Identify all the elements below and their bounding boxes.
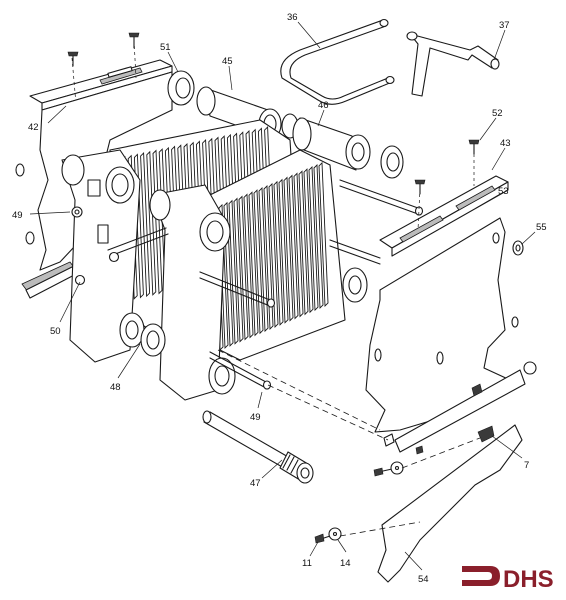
part-42-top-left-cover — [29, 59, 173, 111]
heat-fin — [233, 197, 244, 343]
heat-fin — [298, 170, 309, 316]
heat-fin — [133, 153, 144, 299]
right-side-panel — [365, 217, 519, 433]
callout-37: 37 — [499, 20, 510, 31]
callout-52: 52 — [492, 108, 503, 119]
screw-top-left-1 — [67, 51, 79, 105]
callout-43: 43 — [500, 138, 511, 149]
heat-fin — [248, 191, 259, 337]
callout-36: 36 — [287, 12, 298, 23]
heat-fin — [140, 152, 151, 298]
heat-fin — [238, 195, 249, 341]
left-header-casting — [61, 149, 145, 363]
heat-fin — [278, 178, 289, 324]
callout-11: 11 — [302, 558, 312, 569]
tie-bolts — [107, 179, 424, 390]
part-36-u-handle — [280, 18, 395, 105]
part-51-gasket-ring — [167, 70, 195, 106]
lower-right-outlet — [342, 267, 368, 303]
screw-mid — [373, 433, 424, 477]
heat-fin — [293, 172, 304, 318]
callout-54: 54 — [418, 574, 429, 585]
heat-fin — [146, 150, 157, 296]
heat-fin — [283, 176, 294, 322]
part-47-drain-pipe — [202, 410, 314, 484]
callout-55: 55 — [536, 222, 547, 233]
heat-fin — [258, 187, 269, 333]
part-43-top-right-cover — [379, 175, 509, 257]
part-37-l-handle — [406, 31, 500, 97]
callout-47: 47 — [250, 478, 261, 489]
callout-leaders — [29, 21, 536, 571]
callout-46: 46 — [318, 100, 329, 111]
heat-fin — [268, 182, 279, 328]
heat-fin — [318, 161, 329, 307]
heat-fin — [273, 180, 284, 326]
callout-7: 7 — [524, 460, 529, 471]
screw-top-right-1 — [414, 179, 426, 231]
callout-14: 14 — [340, 558, 351, 569]
screw-top-right-2 — [468, 139, 480, 186]
dhs-logo-arrow-icon — [462, 566, 500, 586]
heat-fin — [288, 174, 299, 320]
heat-fin — [228, 199, 239, 345]
heat-fin — [218, 203, 229, 349]
callout-53: 53 — [498, 186, 509, 197]
callout-labels: 36 37 51 45 46 42 52 43 53 55 49 50 48 4… — [12, 12, 547, 585]
heat-fin — [263, 184, 274, 331]
assembly-dashed-lines — [217, 349, 481, 537]
heat-fin — [152, 149, 163, 295]
heat-fin — [223, 201, 234, 347]
dhs-logo-text: DHS — [503, 566, 554, 593]
part-11-screw — [314, 533, 331, 544]
screw-top-left-2 — [128, 32, 140, 79]
part-50-nut — [74, 251, 120, 286]
callout-45: 45 — [222, 56, 233, 67]
dhs-logo: DHS — [462, 566, 554, 593]
heat-fin — [253, 189, 264, 335]
part-55-washer — [512, 240, 524, 256]
part-46-front-manifold — [292, 117, 371, 171]
part-14-washer — [328, 527, 342, 541]
part-48-gasket-ring — [141, 325, 163, 355]
front-finned-section — [199, 149, 346, 361]
callout-42: 42 — [28, 122, 39, 133]
heat-fin — [303, 168, 314, 314]
heat-fin — [308, 166, 319, 312]
part-49-nut-left — [71, 206, 83, 218]
callout-49-left: 49 — [12, 210, 23, 221]
part-7-clip — [471, 383, 495, 443]
callout-51: 51 — [160, 42, 171, 53]
middle-header-casting — [140, 184, 236, 401]
heat-fin — [313, 163, 324, 310]
gasket-ring-right — [380, 145, 404, 179]
callout-50: 50 — [50, 326, 61, 337]
callout-49-bottom: 49 — [250, 412, 261, 423]
part-54-lower-trim — [377, 361, 537, 583]
callout-48: 48 — [110, 382, 121, 393]
